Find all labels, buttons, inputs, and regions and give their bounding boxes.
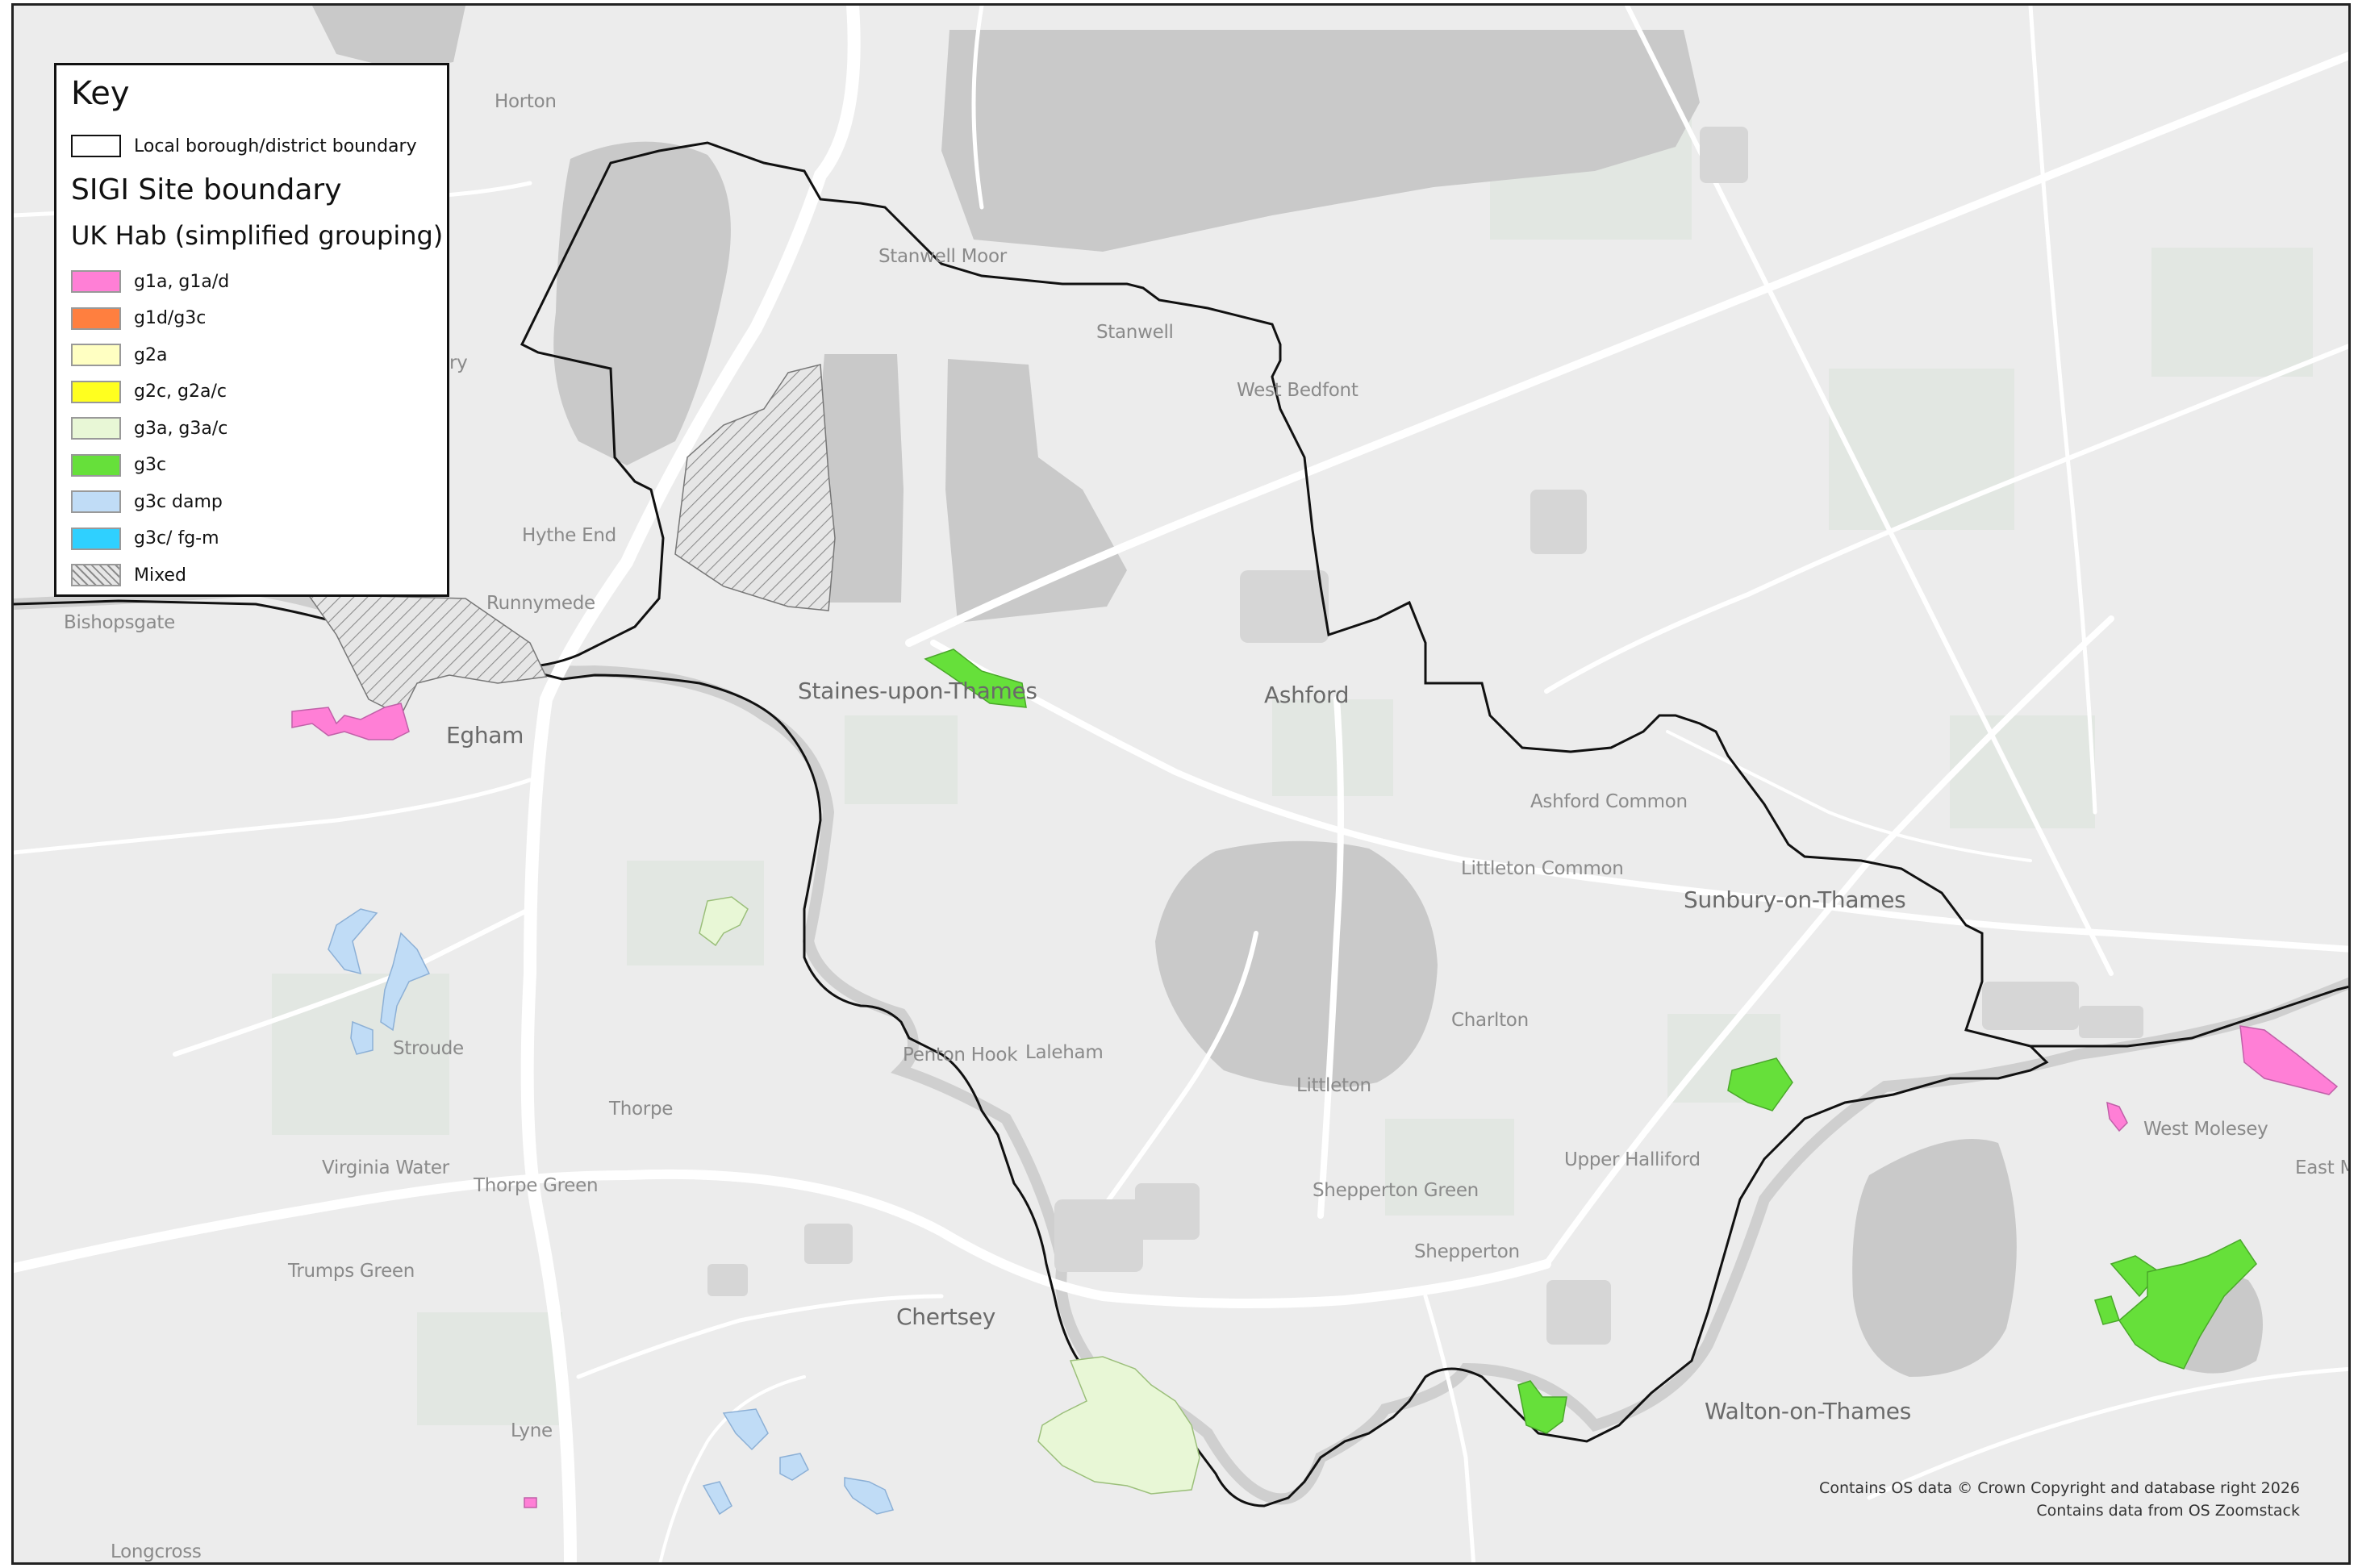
place-label: Walton-on-Thames xyxy=(1705,1398,1912,1424)
legend-swatch xyxy=(71,490,121,513)
place-label: Ashford xyxy=(1264,682,1350,708)
g3c-damp-polygon xyxy=(722,1408,769,1451)
legend-label: g1a, g1a/d xyxy=(134,271,230,292)
place-label: West Bedfont xyxy=(1237,380,1358,401)
place-label: Penton Hook xyxy=(903,1045,1018,1065)
g3a-polygon xyxy=(699,896,749,947)
legend-label: g2a xyxy=(134,344,168,365)
g1a-polygon xyxy=(524,1497,537,1508)
g1a-polygon xyxy=(2239,1025,2339,1095)
g3c-damp-polygon xyxy=(350,1020,374,1055)
legend-swatch xyxy=(71,417,121,440)
legend-label: g2c, g2a/c xyxy=(134,382,227,402)
mixed-polygon xyxy=(307,594,548,717)
g1a-polygon xyxy=(2106,1101,2128,1132)
place-label: Sunbury-on-Thames xyxy=(1684,886,1906,913)
credits-line: Contains OS data © Crown Copyright and d… xyxy=(1819,1479,2300,1497)
legend-label: Local borough/district boundary xyxy=(134,136,417,156)
legend-item: g1d/g3c xyxy=(71,306,206,332)
g3c-damp-polygon xyxy=(702,1481,732,1516)
place-label: Staines-upon-Thames xyxy=(798,678,1037,704)
g3c-damp-polygon xyxy=(779,1453,809,1481)
place-label: Virginia Water xyxy=(322,1157,449,1178)
legend-swatch xyxy=(71,307,121,330)
legend-swatch xyxy=(71,270,121,293)
legend-site-heading: SIGI Site boundary xyxy=(71,173,342,206)
place-label: Shepperton Green xyxy=(1313,1180,1479,1201)
place-label: Chertsey xyxy=(896,1303,995,1330)
g3c-polygon xyxy=(924,648,1027,708)
g3c-polygon xyxy=(2094,1295,2120,1325)
legend-label: Mixed xyxy=(134,565,186,586)
place-label: Bishopsgate xyxy=(64,612,175,633)
g3a-polygon xyxy=(1037,1356,1200,1495)
habitat-polygons xyxy=(291,364,2339,1516)
legend-label: g3a, g3a/c xyxy=(134,418,228,439)
legend-boundary-row: Local borough/district boundary xyxy=(71,133,417,159)
place-label: Longcross xyxy=(111,1541,202,1562)
legend-swatch xyxy=(71,453,121,477)
g1a-polygon xyxy=(291,703,410,740)
legend-swatch xyxy=(71,564,121,586)
borough-boundary-right-line xyxy=(2030,985,2348,1048)
place-label: Lyne xyxy=(511,1420,553,1441)
borough-boundary-line xyxy=(14,141,2049,1508)
legend-hab-heading: UK Hab (simplified grouping) xyxy=(71,220,444,251)
place-label: Stroude xyxy=(393,1038,464,1059)
place-label: Charlton xyxy=(1451,1010,1529,1031)
legend-item: g1a, g1a/d xyxy=(71,269,229,294)
place-label: Shepperton xyxy=(1414,1241,1520,1262)
legend-swatch xyxy=(71,344,121,366)
place-label: Horton xyxy=(495,91,557,112)
map-canvas[interactable] xyxy=(14,6,2351,1565)
place-label: Egham xyxy=(446,722,524,749)
legend-label: g3c xyxy=(134,455,167,475)
legend-item: g3c xyxy=(71,452,166,478)
place-label: Ashford Common xyxy=(1530,791,1688,812)
credits-line: Contains data from OS Zoomstack xyxy=(2036,1502,2300,1520)
legend-item: g2c, g2a/c xyxy=(71,379,227,405)
place-label: Littleton Common xyxy=(1461,858,1624,879)
green-spaces xyxy=(272,94,2313,1425)
legend-item: g2a xyxy=(71,342,167,368)
g3c-polygon xyxy=(1517,1380,1567,1434)
place-label: Thorpe Green xyxy=(474,1175,599,1196)
mixed-polygon xyxy=(674,364,836,611)
legend-item: g3a, g3a/c xyxy=(71,415,227,441)
place-label: Stanwell Moor xyxy=(879,246,1007,267)
place-label: Laleham xyxy=(1025,1042,1104,1063)
legend-item: Mixed xyxy=(71,562,186,588)
g3c-polygon xyxy=(2118,1239,2257,1370)
legend-label: g3c/ fg-m xyxy=(134,528,219,548)
place-label: Hythe End xyxy=(522,525,616,546)
legend-title: Key xyxy=(71,75,130,112)
place-label: ry xyxy=(449,352,468,373)
place-label: Littleton xyxy=(1296,1075,1371,1096)
legend-item: g3c damp xyxy=(71,489,223,515)
river-thames xyxy=(14,584,2348,1505)
g3c-damp-polygon xyxy=(844,1477,895,1515)
place-label: Runnymede xyxy=(486,593,595,614)
legend-label: g1d/g3c xyxy=(134,308,207,328)
map-credits: Contains OS data © Crown Copyright and d… xyxy=(1819,1477,2300,1522)
g3c-damp-polygon xyxy=(380,932,431,1032)
legend-item: g3c/ fg-m xyxy=(71,526,219,552)
legend-label: g3c damp xyxy=(134,491,223,512)
place-label: West Molesey xyxy=(2143,1119,2268,1140)
place-label: Upper Halliford xyxy=(1564,1149,1701,1170)
g3c-polygon xyxy=(1727,1057,1793,1111)
place-label: East Mol xyxy=(2295,1157,2348,1178)
place-label: Trumps Green xyxy=(288,1261,415,1282)
map-legend: Key Local borough/district boundary SIGI… xyxy=(54,63,449,597)
legend-swatch xyxy=(71,527,121,550)
legend-swatch xyxy=(71,380,121,403)
place-label: Thorpe xyxy=(609,1099,674,1120)
place-label: Stanwell xyxy=(1096,322,1174,343)
g3c-damp-polygon xyxy=(328,908,378,975)
boundary-swatch xyxy=(71,135,121,157)
map-frame: Horton Stanwell Moor Stanwell West Bedfo… xyxy=(11,3,2351,1565)
